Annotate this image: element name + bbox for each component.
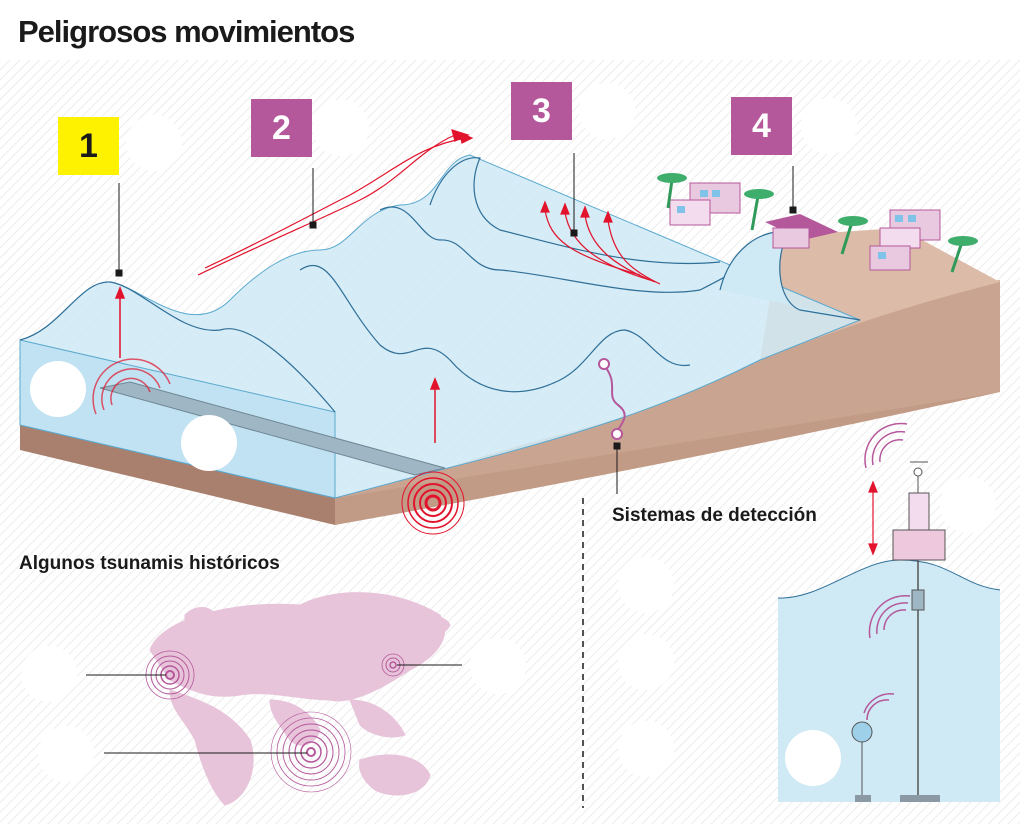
uplift-arrows (114, 285, 441, 443)
wave-crest-line-1 (19, 281, 336, 413)
step-label-1: 1 (58, 117, 119, 175)
fault-plate (99, 381, 446, 476)
detection-systems-heading: Sistemas de detección (612, 505, 817, 526)
propagation-arrows (197, 129, 474, 276)
wave-height-arrows (540, 200, 661, 285)
map-callout-lines (86, 664, 462, 754)
quake-signal-icon (92, 358, 171, 415)
historical-tsunami-marker-3 (270, 711, 352, 793)
wave-crest-line-2 (299, 264, 691, 393)
coastal-town (657, 173, 978, 273)
step-label-2: 2 (251, 99, 312, 157)
seabed-slope (335, 282, 1000, 498)
page-title: Peligrosos movimientos (18, 14, 355, 49)
seabed-front-face (20, 425, 335, 525)
epicenter-icon (401, 471, 465, 535)
step-label-3: 3 (511, 82, 572, 140)
wave-crest-line-4 (429, 157, 721, 265)
detection-sensor-icon (598, 358, 626, 440)
seabed-side-face (335, 390, 1000, 525)
historical-tsunamis-heading: Algunos tsunamis históricos (19, 553, 280, 574)
world-map (149, 592, 451, 806)
wave-crest-line-3 (379, 206, 781, 293)
step-label-4: 4 (731, 97, 792, 155)
callout-lines (115, 153, 797, 494)
annotation-circles (21, 83, 996, 786)
